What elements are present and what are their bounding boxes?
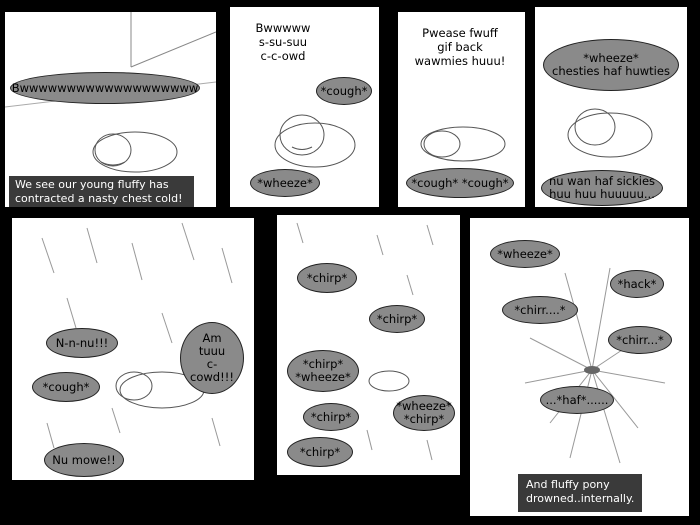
comic-panel-7: *wheeze* *hack* *chirr....* *chirr...* .… <box>470 218 689 516</box>
speech-bubble: *cough* <box>32 372 100 402</box>
speech-bubble: N-n-nu!!! <box>46 328 118 358</box>
speech-bubble: *chirp* <box>369 305 425 333</box>
comic-panel-2: Bwwwww s-su-suu c-c-owd *cough* *wheeze* <box>230 7 379 207</box>
fluffy-sketch <box>92 131 178 173</box>
comic-panel-3: Pwease fwuff gif back wawmies huuu! *cou… <box>398 12 525 207</box>
speech-bubble: *wheeze* chesties haf huwties <box>543 39 679 91</box>
fluffy-sketch <box>420 126 506 162</box>
speech-bubble: ...*haf*...... <box>540 386 614 414</box>
speech-bubble: Am tuuu c-cowd!!! <box>180 322 244 394</box>
narration-caption: We see our young fluffy has contracted a… <box>9 176 194 207</box>
speech-bubble: *chirr...* <box>608 326 672 354</box>
burst-lines <box>524 267 666 464</box>
comic-panel-4: *wheeze* chesties haf huwties nu wan haf… <box>535 7 687 207</box>
speech-bubble: *chirp* <box>303 403 359 431</box>
speech-bubble: Bwwwwwwwwwwwwwwwwwww <box>10 72 200 104</box>
speech-bubble: nu wan haf sickies huu huu huuuuu... <box>541 170 663 206</box>
fluffy-sketch <box>274 114 356 168</box>
speech-bubble: *wheeze* *chirp* <box>393 395 455 431</box>
speech-bubble: *hack* <box>610 270 664 298</box>
speech-bubble: *cough* *cough* <box>406 168 514 198</box>
narration-caption: And fluffy pony drowned..internally. <box>518 474 642 512</box>
speech-text: Pwease fwuff gif back wawmies huuu! <box>414 26 506 68</box>
fluffy-sketch <box>368 370 410 392</box>
speech-bubble: *wheeze* <box>250 169 320 197</box>
speech-bubble: *wheeze* <box>490 240 560 268</box>
comic-panel-5: N-n-nu!!! Am tuuu c-cowd!!! *cough* Nu m… <box>12 218 254 480</box>
comic-panel-1: Bwwwwwwwwwwwwwwwwwww We see our young fl… <box>5 12 216 207</box>
fluffy-sketch <box>584 366 600 374</box>
speech-bubble: *chirp* <box>287 437 353 467</box>
speech-bubble: Nu mowe!! <box>44 443 124 477</box>
speech-bubble: *chirr....* <box>502 296 578 324</box>
rain-lines <box>296 222 434 461</box>
fluffy-sketch <box>567 108 653 158</box>
speech-text: Bwwwww s-su-suu c-c-owd <box>255 21 311 63</box>
speech-bubble: *chirp* <box>297 263 357 293</box>
speech-bubble: *cough* <box>316 77 372 105</box>
comic-panel-6: *chirp* *chirp* *chirp* *wheeze* *wheeze… <box>277 215 460 475</box>
speech-bubble: *chirp* *wheeze* <box>287 350 359 392</box>
